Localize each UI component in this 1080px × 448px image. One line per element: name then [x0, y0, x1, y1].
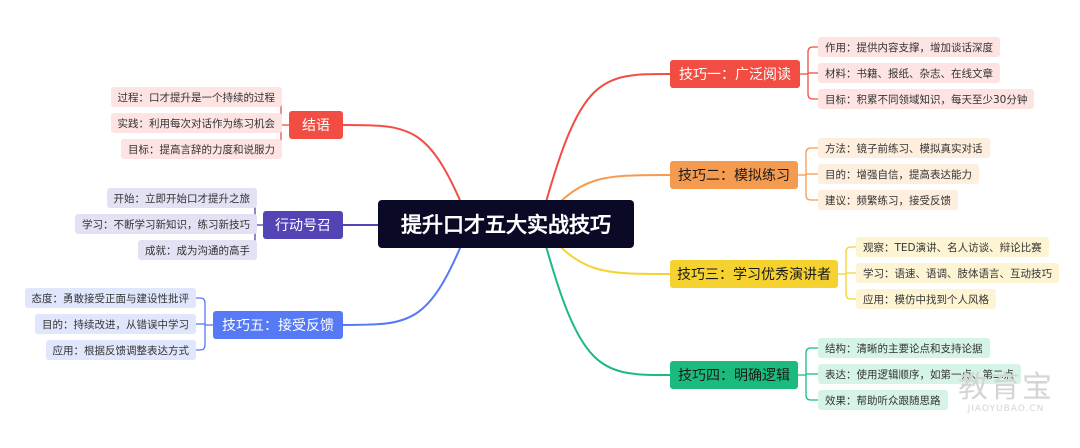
branch-logic[interactable]: 技巧四：明确逻辑	[670, 361, 798, 389]
leaf-logic-structure[interactable]: 结构：清晰的主要论点和支持论据	[818, 338, 990, 358]
leaf-logic-effect[interactable]: 效果：帮助听众跟随思路	[818, 390, 948, 410]
branch-connector	[539, 73, 671, 225]
leaf-connector	[845, 246, 856, 274]
leaf-reading-purpose[interactable]: 作用：提供内容支撑，增加谈话深度	[818, 37, 1000, 57]
branch-connector	[342, 124, 471, 225]
leaf-speakers-observe[interactable]: 观察：TED演讲、名人访谈、辩论比赛	[856, 237, 1049, 257]
branch-call-to-action[interactable]: 行动号召	[263, 211, 343, 239]
leaf-connector	[805, 147, 818, 175]
leaf-practice-purpose[interactable]: 目的：增强自信，提高表达能力	[818, 164, 979, 184]
leaf-feedback-apply[interactable]: 应用：根据反馈调整表达方式	[45, 340, 196, 360]
leaf-connector	[805, 175, 818, 201]
leaf-speakers-apply[interactable]: 应用：模仿中找到个人风格	[856, 289, 996, 309]
branch-connector	[342, 223, 471, 326]
leaf-speakers-learn[interactable]: 学习：语速、语调、肢体语言、互动技巧	[856, 263, 1059, 283]
branch-practice[interactable]: 技巧二：模拟练习	[670, 161, 798, 189]
leaf-conclusion-practice[interactable]: 实践：利用每次对话作为练习机会	[110, 113, 282, 133]
branch-conclusion[interactable]: 结语	[289, 111, 343, 139]
leaf-reading-goal[interactable]: 目标：积累不同领域知识，每天至少30分钟	[818, 89, 1035, 109]
leaf-connector	[807, 74, 818, 100]
leaf-connector	[807, 46, 818, 74]
leaf-connector	[805, 375, 818, 401]
central-topic[interactable]: 提升口才五大实战技巧	[378, 200, 634, 248]
leaf-conclusion-process[interactable]: 过程：口才提升是一个持续的过程	[110, 87, 282, 107]
leaf-practice-advice[interactable]: 建议：频繁练习，接受反馈	[818, 190, 958, 210]
branch-speakers[interactable]: 技巧三：学习优秀演讲者	[670, 260, 838, 288]
leaf-reading-materials[interactable]: 材料：书籍、报纸、杂志、在线文章	[818, 63, 1000, 83]
branch-reading[interactable]: 技巧一：广泛阅读	[670, 60, 800, 88]
leaf-feedback-purpose[interactable]: 目的：持续改进，从错误中学习	[35, 314, 196, 334]
leaf-action-start[interactable]: 开始：立即开始口才提升之旅	[106, 188, 257, 208]
leaf-action-learn[interactable]: 学习：不断学习新知识，练习新技巧	[75, 214, 257, 234]
leaf-practice-method[interactable]: 方法：镜子前练习、模拟真实对话	[818, 138, 990, 158]
leaf-conclusion-goal[interactable]: 目标：提高言辞的力度和说服力	[121, 139, 282, 159]
leaf-connector	[845, 274, 856, 300]
leaf-feedback-attitude[interactable]: 态度：勇敢接受正面与建设性批评	[24, 288, 196, 308]
leaf-connector	[196, 325, 206, 351]
leaf-logic-expression[interactable]: 表达：使用逻辑顺序，如第一点、第二点	[818, 364, 1021, 384]
leaf-connector	[805, 347, 818, 375]
branch-feedback[interactable]: 技巧五：接受反馈	[213, 311, 343, 339]
branch-connector	[539, 223, 671, 376]
leaf-action-achieve[interactable]: 成就：成为沟通的高手	[138, 240, 257, 260]
leaf-connector	[196, 297, 206, 325]
